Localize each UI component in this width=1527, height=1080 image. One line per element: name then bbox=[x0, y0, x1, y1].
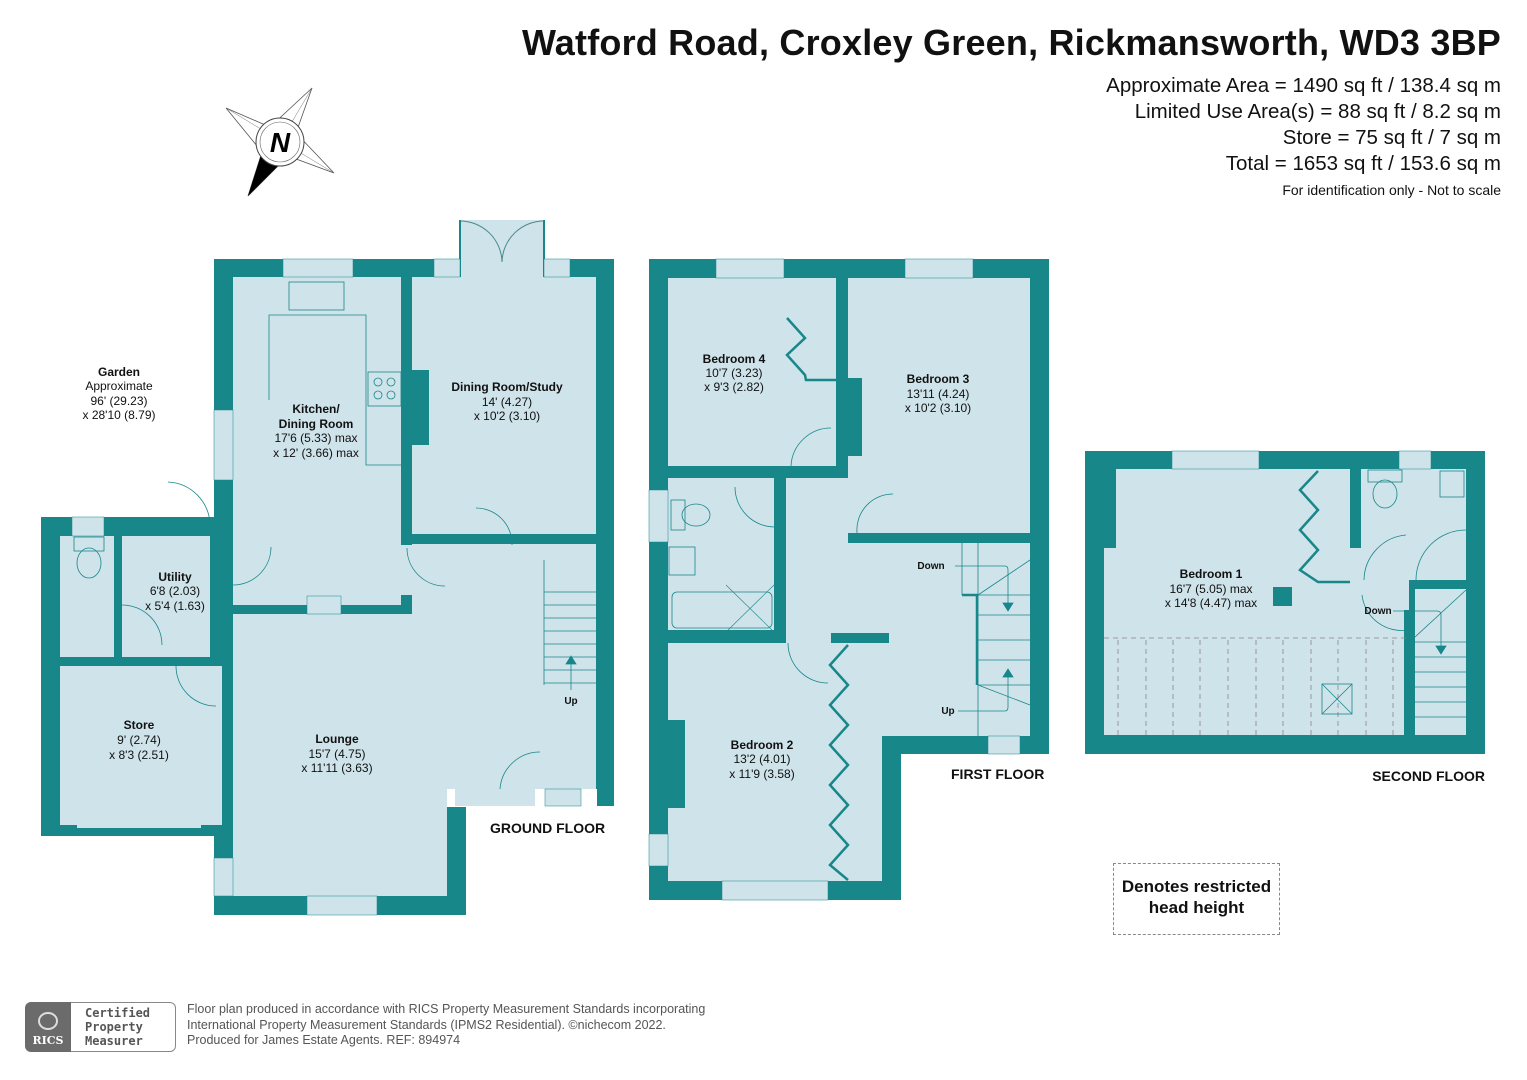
svg-text:GROUND FLOOR: GROUND FLOOR bbox=[490, 820, 605, 836]
svg-text:10'7 (3.23): 10'7 (3.23) bbox=[706, 366, 763, 380]
svg-text:Bedroom 4: Bedroom 4 bbox=[703, 352, 766, 366]
svg-text:x 8'3 (2.51): x 8'3 (2.51) bbox=[109, 748, 169, 762]
svg-text:6'8 (2.03): 6'8 (2.03) bbox=[150, 584, 200, 598]
svg-text:17'6 (5.33) max: 17'6 (5.33) max bbox=[275, 431, 358, 445]
svg-text:16'7 (5.05) max: 16'7 (5.05) max bbox=[1170, 582, 1253, 596]
legend-line-1: Denotes restricted bbox=[1121, 877, 1272, 896]
legend-line-2: head height bbox=[1148, 898, 1245, 917]
svg-text:Lounge: Lounge bbox=[315, 732, 359, 746]
svg-text:Up: Up bbox=[941, 706, 954, 717]
compass-north-icon: N bbox=[225, 87, 335, 197]
svg-text:15'7 (4.75): 15'7 (4.75) bbox=[309, 747, 366, 761]
svg-text:x 5'4 (1.63): x 5'4 (1.63) bbox=[145, 599, 205, 613]
svg-text:Down: Down bbox=[1364, 606, 1391, 617]
footer-disclaimer: Floor plan produced in accordance with R… bbox=[187, 1002, 706, 1047]
restricted-head-height-legend: Denotes restricted head height bbox=[1113, 863, 1280, 935]
svg-text:Approximate: Approximate bbox=[85, 379, 153, 393]
svg-text:Bedroom 3: Bedroom 3 bbox=[907, 372, 970, 386]
store-area: Store = 75 sq ft / 7 sq m bbox=[1282, 126, 1501, 149]
rics-logo-icon: RICS bbox=[25, 1002, 71, 1052]
svg-text:13'11 (4.24): 13'11 (4.24) bbox=[907, 387, 970, 401]
area-summary: Approximate Area = 1490 sq ft / 138.4 sq… bbox=[1106, 73, 1501, 200]
svg-text:x 9'3 (2.82): x 9'3 (2.82) bbox=[704, 380, 764, 394]
limited-use-area: Limited Use Area(s) = 88 sq ft / 8.2 sq … bbox=[1134, 100, 1501, 123]
scale-disclaimer: For identification only - Not to scale bbox=[1282, 182, 1501, 198]
svg-text:FIRST FLOOR: FIRST FLOOR bbox=[951, 766, 1044, 782]
svg-text:Up: Up bbox=[564, 696, 577, 707]
svg-text:x 14'8 (4.47) max: x 14'8 (4.47) max bbox=[1165, 596, 1257, 610]
svg-text:x 10'2 (3.10): x 10'2 (3.10) bbox=[905, 401, 971, 415]
rics-certified-badge: RICS Certified Property Measurer bbox=[25, 1002, 177, 1052]
svg-text:Kitchen/: Kitchen/ bbox=[292, 402, 340, 416]
svg-text:Bedroom 1: Bedroom 1 bbox=[1180, 567, 1243, 581]
svg-text:Utility: Utility bbox=[158, 570, 192, 584]
svg-text:Bedroom 2: Bedroom 2 bbox=[731, 738, 794, 752]
total-area: Total = 1653 sq ft / 153.6 sq m bbox=[1225, 152, 1501, 175]
svg-text:Dining Room/Study: Dining Room/Study bbox=[451, 380, 563, 394]
svg-text:x 12' (3.66) max: x 12' (3.66) max bbox=[273, 446, 359, 460]
svg-text:N: N bbox=[270, 127, 291, 158]
svg-text:9' (2.74): 9' (2.74) bbox=[117, 733, 161, 747]
svg-text:x 28'10 (8.79): x 28'10 (8.79) bbox=[82, 408, 155, 422]
property-address-title: Watford Road, Croxley Green, Rickmanswor… bbox=[521, 22, 1501, 63]
svg-text:96' (29.23): 96' (29.23) bbox=[91, 394, 148, 408]
svg-text:Store: Store bbox=[124, 718, 155, 732]
svg-text:13'2 (4.01): 13'2 (4.01) bbox=[734, 752, 791, 766]
svg-text:SECOND FLOOR: SECOND FLOOR bbox=[1372, 768, 1485, 784]
floor-plan-drawing: N bbox=[41, 87, 1485, 916]
approximate-area: Approximate Area = 1490 sq ft / 138.4 sq… bbox=[1106, 74, 1501, 97]
svg-text:x 11'11 (3.63): x 11'11 (3.63) bbox=[301, 761, 372, 775]
svg-text:Down: Down bbox=[917, 561, 944, 572]
svg-text:Garden: Garden bbox=[98, 365, 140, 379]
svg-text:Dining Room: Dining Room bbox=[279, 417, 354, 431]
ground-floor-plan: GROUND FLOOR Up Kitchen/ Dining Room 17'… bbox=[41, 220, 614, 916]
svg-text:14' (4.27): 14' (4.27) bbox=[482, 395, 532, 409]
first-floor-plan: Down Up FIRST FLOOR Bedroom 4 10'7 (3.23… bbox=[648, 258, 1049, 901]
svg-text:x 10'2 (3.10): x 10'2 (3.10) bbox=[474, 409, 540, 423]
svg-text:x 11'9 (3.58): x 11'9 (3.58) bbox=[729, 767, 794, 781]
second-floor-plan: Down SECOND FLOOR Bedroom 1 16'7 (5.05) … bbox=[1085, 450, 1485, 784]
